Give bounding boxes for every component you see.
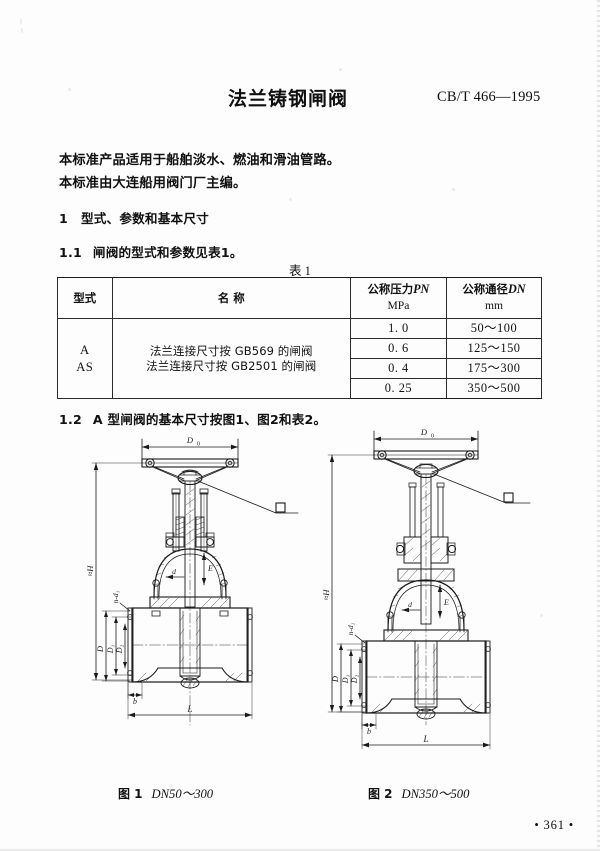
cell-pn-2: 0. 6: [349, 338, 447, 359]
figure-1-drawing: D 0: [85, 435, 299, 726]
svg-text:D₁: D₁: [341, 675, 350, 685]
svg-text:0: 0: [431, 434, 434, 440]
figure-1-range: DN50～300: [151, 787, 214, 801]
figure-2-caption: 图 2 DN350～500: [368, 783, 469, 802]
header-pn-symbol: PN: [413, 282, 430, 297]
cell-name-group: 法兰连接尺寸按 GB569 的闸阀 法兰连接尺寸按 GB2501 的闸阀: [111, 318, 351, 399]
page-title: 法兰铸钢闸阀: [228, 88, 349, 110]
header-pn-label: 公称压力: [367, 282, 414, 297]
header-dn-symbol: DN: [507, 282, 526, 297]
cell-pn-4: 0. 25: [349, 378, 447, 399]
section-1-2-number: 1.2: [59, 412, 82, 427]
svg-text:D: D: [95, 645, 105, 653]
header-pn-unit: MPa: [387, 298, 410, 312]
section-1-2-text: A 型闸阀的基本尺寸按图1、图2和表2。: [92, 412, 327, 427]
svg-text:d: d: [172, 567, 176, 576]
figure-1-caption: 图 1 DN50～300: [118, 783, 213, 802]
scan-speck: [68, 88, 71, 91]
svg-text:D₁: D₁: [106, 645, 115, 655]
svg-text:n-d₁: n-d₁: [346, 622, 355, 635]
scan-speck: [540, 614, 543, 617]
header-dn: 公称通径DN mm: [445, 277, 543, 319]
type-as: AS: [76, 359, 94, 374]
svg-text:≈H: ≈H: [85, 565, 95, 577]
cell-dn-2: 125～150: [445, 338, 543, 359]
intro-line-2: 本标准由大连船用阀门厂主编。: [59, 176, 247, 191]
scan-speck: [21, 28, 23, 33]
figure-2-label: 图 2: [368, 787, 393, 801]
standard-number: CB/T 466—1995: [437, 89, 541, 105]
name-gb569: 法兰连接尺寸按 GB569 的闸阀: [149, 343, 313, 358]
figure-2-range: DN350～500: [401, 787, 470, 801]
name-gb2501: 法兰连接尺寸按 GB2501 的闸阀: [146, 358, 317, 373]
svg-text:d: d: [408, 600, 412, 609]
header-name: 名 称: [111, 277, 351, 319]
scan-speck: [452, 188, 455, 191]
scan-speck: [289, 198, 292, 201]
svg-text:D: D: [420, 427, 428, 437]
table-1-wrap: 型式 名 称 公称压力PN MPa 公称通径DN mm A AS 法兰连接尺寸: [57, 277, 543, 399]
scan-speck: [339, 68, 342, 71]
scan-speck: [20, 18, 22, 25]
header-dn-label: 公称通径: [462, 282, 508, 297]
page-number: • 361 •: [534, 818, 574, 832]
section-1-heading: 1 型式、参数和基本尺寸: [59, 208, 209, 227]
type-a: A: [80, 343, 90, 358]
figure-1-label: 图 1: [118, 787, 143, 801]
section-1-1-heading: 1.1 闸阀的型式和参数见表1。: [59, 242, 243, 261]
table-header-row: 型式 名 称 公称压力PN MPa 公称通径DN mm: [57, 277, 543, 319]
svg-text:D₂: D₂: [115, 645, 124, 655]
cell-type-group: A AS: [57, 318, 113, 399]
figure-2-drawing: D 0: [321, 427, 531, 750]
svg-text:D: D: [186, 435, 194, 445]
figure-area: D 0: [0, 425, 600, 780]
cell-dn-1: 50～100: [445, 318, 543, 339]
section-1-title: 型式、参数和基本尺寸: [80, 211, 209, 226]
table-row: 0. 25 350～500: [58, 378, 543, 399]
section-1-number: 1: [59, 211, 68, 226]
table-1-caption: 表 1: [289, 264, 311, 278]
header-type: 型式: [57, 277, 113, 319]
scan-edge-right: [597, 0, 600, 851]
svg-text:0: 0: [197, 442, 200, 448]
cell-pn-3: 0. 4: [349, 358, 447, 379]
svg-text:L: L: [422, 734, 428, 744]
cell-dn-4: 350～500: [445, 378, 543, 399]
svg-text:E: E: [443, 598, 449, 607]
header-dn-unit: mm: [484, 298, 503, 312]
table-row: 0. 6 125～150: [58, 338, 543, 359]
svg-text:b: b: [367, 727, 371, 736]
scan-edge-bottom: [0, 849, 600, 851]
svg-text:n-d₁: n-d₁: [111, 590, 120, 603]
svg-text:E: E: [207, 564, 213, 573]
svg-text:D: D: [330, 675, 340, 683]
header-pn: 公称压力PN MPa: [349, 277, 447, 319]
table-row: A AS 法兰连接尺寸按 GB569 的闸阀 法兰连接尺寸按 GB2501 的闸…: [57, 318, 543, 399]
table-1: 型式 名 称 公称压力PN MPa 公称通径DN mm A AS 法兰连接尺寸: [57, 277, 543, 399]
svg-text:L: L: [186, 704, 192, 714]
title-row: 法兰铸钢闸阀 CB/T 466—1995: [0, 84, 600, 114]
svg-text:≈H: ≈H: [321, 589, 331, 601]
intro-line-1: 本标准产品适用于船舶淡水、燃油和滑油管路。: [59, 153, 341, 168]
svg-text:b: b: [133, 697, 137, 706]
section-1-1-text: 闸阀的型式和参数见表1。: [92, 245, 243, 260]
svg-text:D₂: D₂: [350, 675, 359, 685]
section-1-2-heading: 1.2 A 型闸阀的基本尺寸按图1、图2和表2。: [59, 409, 326, 428]
section-1-1-number: 1.1: [59, 245, 82, 260]
cell-dn-3: 175～300: [445, 358, 543, 379]
cell-pn-1: 1. 0: [349, 318, 447, 339]
